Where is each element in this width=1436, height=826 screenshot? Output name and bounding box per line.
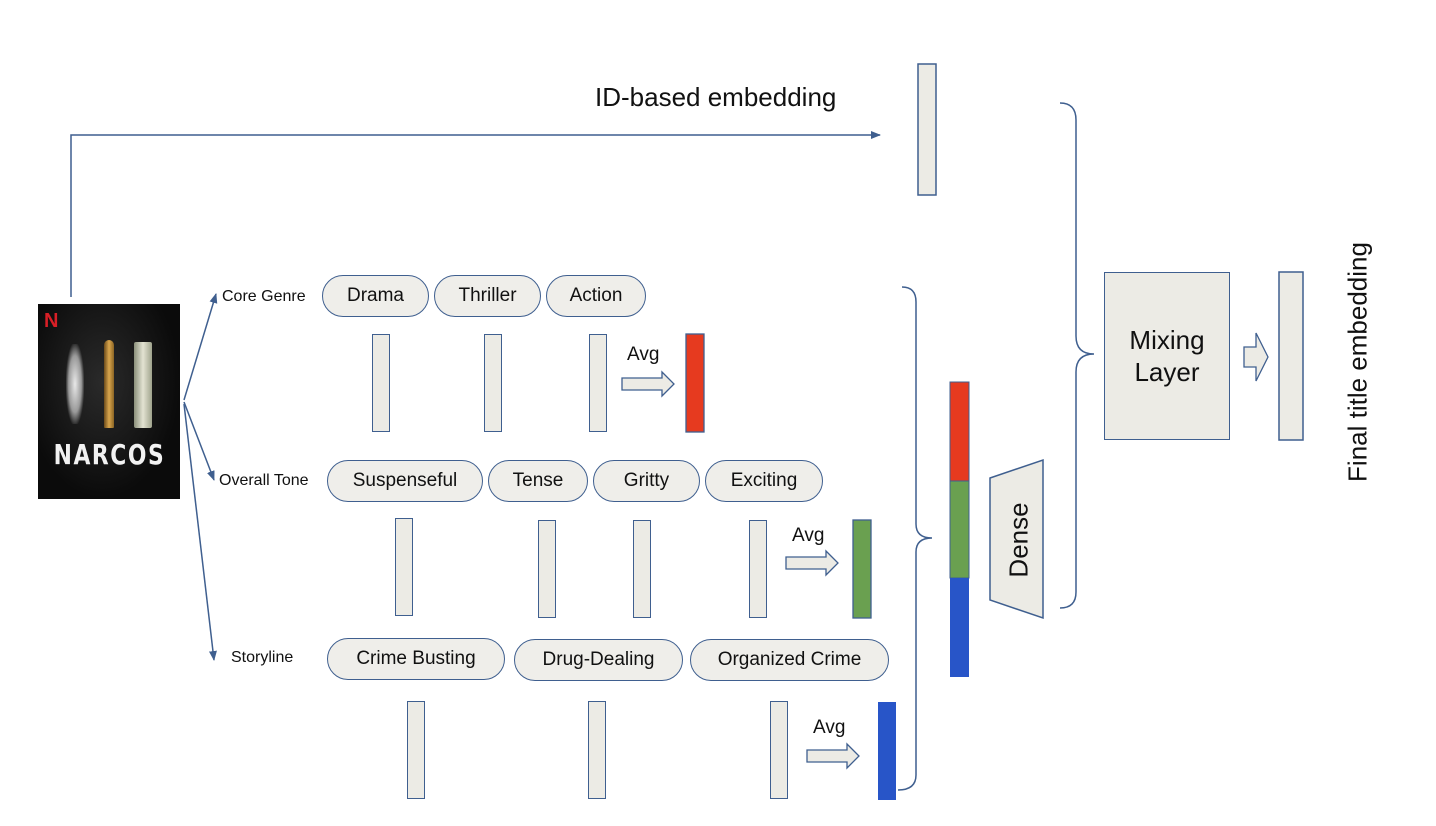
title-poster: N NARCOS: [38, 304, 180, 499]
avg-label-genre: Avg: [627, 344, 660, 365]
avg-label-storyline: Avg: [813, 717, 846, 738]
tag-pill: Exciting: [705, 460, 823, 502]
final-embedding-label: Final title embedding: [1342, 242, 1373, 482]
arrow-to-core-genre: [183, 293, 218, 401]
tag-embedding-vector: [588, 701, 606, 799]
tag-pill: Suspenseful: [327, 460, 483, 502]
tag-pill: Thriller: [434, 275, 541, 317]
tag-embedding-vector: [372, 334, 390, 432]
rolled-money-icon: [134, 342, 152, 428]
mixing-layer-label-line2: Layer: [1134, 357, 1200, 387]
id-embedding-arrow: [70, 131, 881, 297]
avg-label-tone: Avg: [792, 525, 825, 546]
tag-embedding-vector: [589, 334, 607, 432]
tag-pill: Tense: [488, 460, 588, 502]
powder-line-icon: [66, 344, 84, 424]
tag-pill: Drug-Dealing: [514, 639, 683, 681]
netflix-logo-icon: N: [44, 310, 59, 332]
tag-embedding-vector: [749, 520, 767, 618]
tag-pill: Action: [546, 275, 646, 317]
tag-pill: Crime Busting: [327, 638, 505, 680]
mixing-layer: Mixing Layer: [1104, 272, 1230, 440]
id-embedding-label: ID-based embedding: [595, 82, 837, 112]
tag-embedding-vector: [407, 701, 425, 799]
category-label-core-genre: Core Genre: [222, 288, 306, 305]
tag-embedding-vector: [538, 520, 556, 618]
poster-title: NARCOS: [53, 438, 166, 471]
avg-arrow-genre: [621, 370, 675, 398]
avg-arrow-tone: [785, 549, 839, 577]
concat-brace: [897, 286, 933, 791]
final-embedding-vector: [1278, 271, 1304, 441]
dense-layer-shape: [989, 458, 1044, 620]
avg-vector-storyline: [878, 702, 896, 800]
dense-layer-label: Dense: [1003, 502, 1034, 578]
mixing-brace: [1059, 102, 1095, 609]
category-label-overall-tone: Overall Tone: [219, 472, 309, 489]
mixing-output-arrow: [1243, 332, 1269, 382]
tag-embedding-vector: [395, 518, 413, 616]
category-label-storyline: Storyline: [231, 649, 294, 666]
tag-embedding-vector: [484, 334, 502, 432]
tag-pill: Gritty: [593, 460, 700, 502]
tag-embedding-vector: [633, 520, 651, 618]
tag-embedding-vector: [770, 701, 788, 799]
concat-segment-tone: [949, 480, 970, 579]
arrow-to-storyline: [183, 403, 217, 661]
avg-arrow-storyline: [806, 742, 860, 770]
avg-vector-genre: [685, 333, 705, 433]
mixing-layer-label-line1: Mixing: [1129, 325, 1205, 355]
concat-segment-genre: [949, 381, 970, 482]
tag-pill: Drama: [322, 275, 429, 317]
bullet-icon: [104, 340, 114, 428]
arrow-to-overall-tone: [183, 401, 215, 481]
tag-pill: Organized Crime: [690, 639, 889, 681]
avg-vector-tone: [852, 519, 872, 619]
concat-segment-storyline: [950, 578, 969, 677]
id-embedding-vector: [917, 63, 937, 196]
